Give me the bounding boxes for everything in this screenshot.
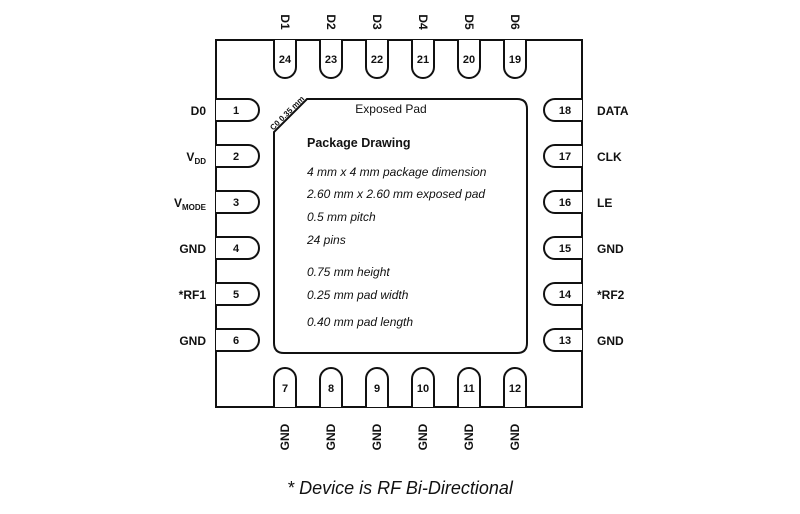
pin-24-number: 24	[279, 54, 292, 66]
pin-15-pad	[543, 236, 582, 260]
pin-4-pad	[216, 236, 260, 260]
pin-16-number: 16	[559, 197, 571, 209]
pin-11-number: 11	[463, 383, 475, 395]
pin-9-signal: GND	[370, 423, 384, 450]
note-height: 0.75 mm height	[307, 265, 390, 279]
pin-6-signal: GND	[179, 334, 206, 348]
footnote: * Device is RF Bi-Directional	[287, 478, 513, 498]
note-pitch: 0.5 mm pitch	[307, 210, 376, 224]
pin-2-signal: VDD	[186, 150, 206, 166]
pin-10-number: 10	[417, 383, 429, 395]
pin-4-number: 4	[233, 243, 240, 255]
pin-24-signal: D1	[278, 14, 292, 30]
pin-22-signal: D3	[370, 14, 384, 30]
pin-12-signal: GND	[508, 423, 522, 450]
pin-23-pad	[319, 40, 343, 79]
pin-22-pad	[365, 40, 389, 79]
pin-14-number: 14	[559, 289, 572, 301]
pin-17-pad	[543, 144, 582, 168]
note-pad-width: 0.25 mm pad width	[307, 288, 409, 302]
note-pin-count: 24 pins	[306, 233, 346, 247]
pin-20-number: 20	[463, 54, 475, 66]
pin-6-pad	[216, 328, 260, 352]
pin-19-pad	[503, 40, 527, 79]
pin-5-number: 5	[233, 289, 239, 301]
exposed-pad	[273, 98, 528, 354]
pin-19-number: 19	[509, 54, 521, 66]
pin-13-number: 13	[559, 335, 571, 347]
package-title: Package Drawing	[307, 136, 411, 150]
pin-23-signal: D2	[324, 14, 338, 30]
pin-12-pad	[503, 367, 527, 407]
pin-12-number: 12	[509, 383, 521, 395]
pin-7-signal: GND	[278, 423, 292, 450]
pin-4-signal: GND	[179, 242, 206, 256]
note-pad-length: 0.40 mm pad length	[307, 315, 413, 329]
pin-7-number: 7	[282, 383, 288, 395]
pin-18-number: 18	[559, 105, 571, 117]
pin-10-pad	[411, 367, 435, 407]
pin-1-signal: D0	[191, 104, 207, 118]
pin-13-pad	[543, 328, 582, 352]
pin-8-pad	[319, 367, 343, 407]
pin-13-signal: GND	[597, 334, 624, 348]
package-outline	[215, 39, 583, 408]
pin-8-signal: GND	[324, 423, 338, 450]
pin-5-pad	[216, 282, 260, 306]
pin-18-signal: DATA	[597, 104, 629, 118]
pin-19-signal: D6	[508, 14, 522, 30]
pin-9-pad	[365, 367, 389, 407]
pin-3-number: 3	[233, 197, 239, 209]
pin-21-number: 21	[417, 54, 429, 66]
pin-2-pad	[216, 144, 260, 168]
exposed-pad-label: Exposed Pad	[355, 102, 426, 116]
pin-20-pad	[457, 40, 481, 79]
pin-15-signal: GND	[597, 242, 624, 256]
pin-17-signal: CLK	[597, 150, 622, 164]
pin-2-number: 2	[233, 151, 239, 163]
pin-18-pad	[543, 98, 582, 122]
pin-9-number: 9	[374, 383, 380, 395]
pin-16-signal: LE	[597, 196, 612, 210]
note-exposed-pad: 2.60 mm x 2.60 mm exposed pad	[306, 187, 485, 201]
pin-8-number: 8	[328, 383, 334, 395]
note-package-dimension: 4 mm x 4 mm package dimension	[307, 165, 487, 179]
pin-1-pad	[216, 98, 260, 122]
pin-21-signal: D4	[416, 14, 430, 30]
pin-22-number: 22	[371, 54, 383, 66]
pin-1-number: 1	[233, 105, 239, 117]
pin-11-signal: GND	[462, 423, 476, 450]
chamfer-label: C0 0.35 mm	[268, 94, 306, 132]
pin-15-number: 15	[559, 243, 571, 255]
pin-14-pad	[543, 282, 582, 306]
pin-5-signal: *RF1	[179, 288, 207, 302]
pin-7-pad	[273, 367, 297, 407]
pin-3-signal: VMODE	[174, 196, 207, 212]
pin-3-pad	[216, 190, 260, 214]
pin-20-signal: D5	[462, 14, 476, 30]
pin-6-number: 6	[233, 335, 239, 347]
pin-23-number: 23	[325, 54, 337, 66]
pin-16-pad	[543, 190, 582, 214]
pin-21-pad	[411, 40, 435, 79]
pin-17-number: 17	[559, 151, 571, 163]
pin-10-signal: GND	[416, 423, 430, 450]
pin-14-signal: *RF2	[597, 288, 625, 302]
pin-11-pad	[457, 367, 481, 407]
pin-24-pad	[273, 40, 297, 79]
